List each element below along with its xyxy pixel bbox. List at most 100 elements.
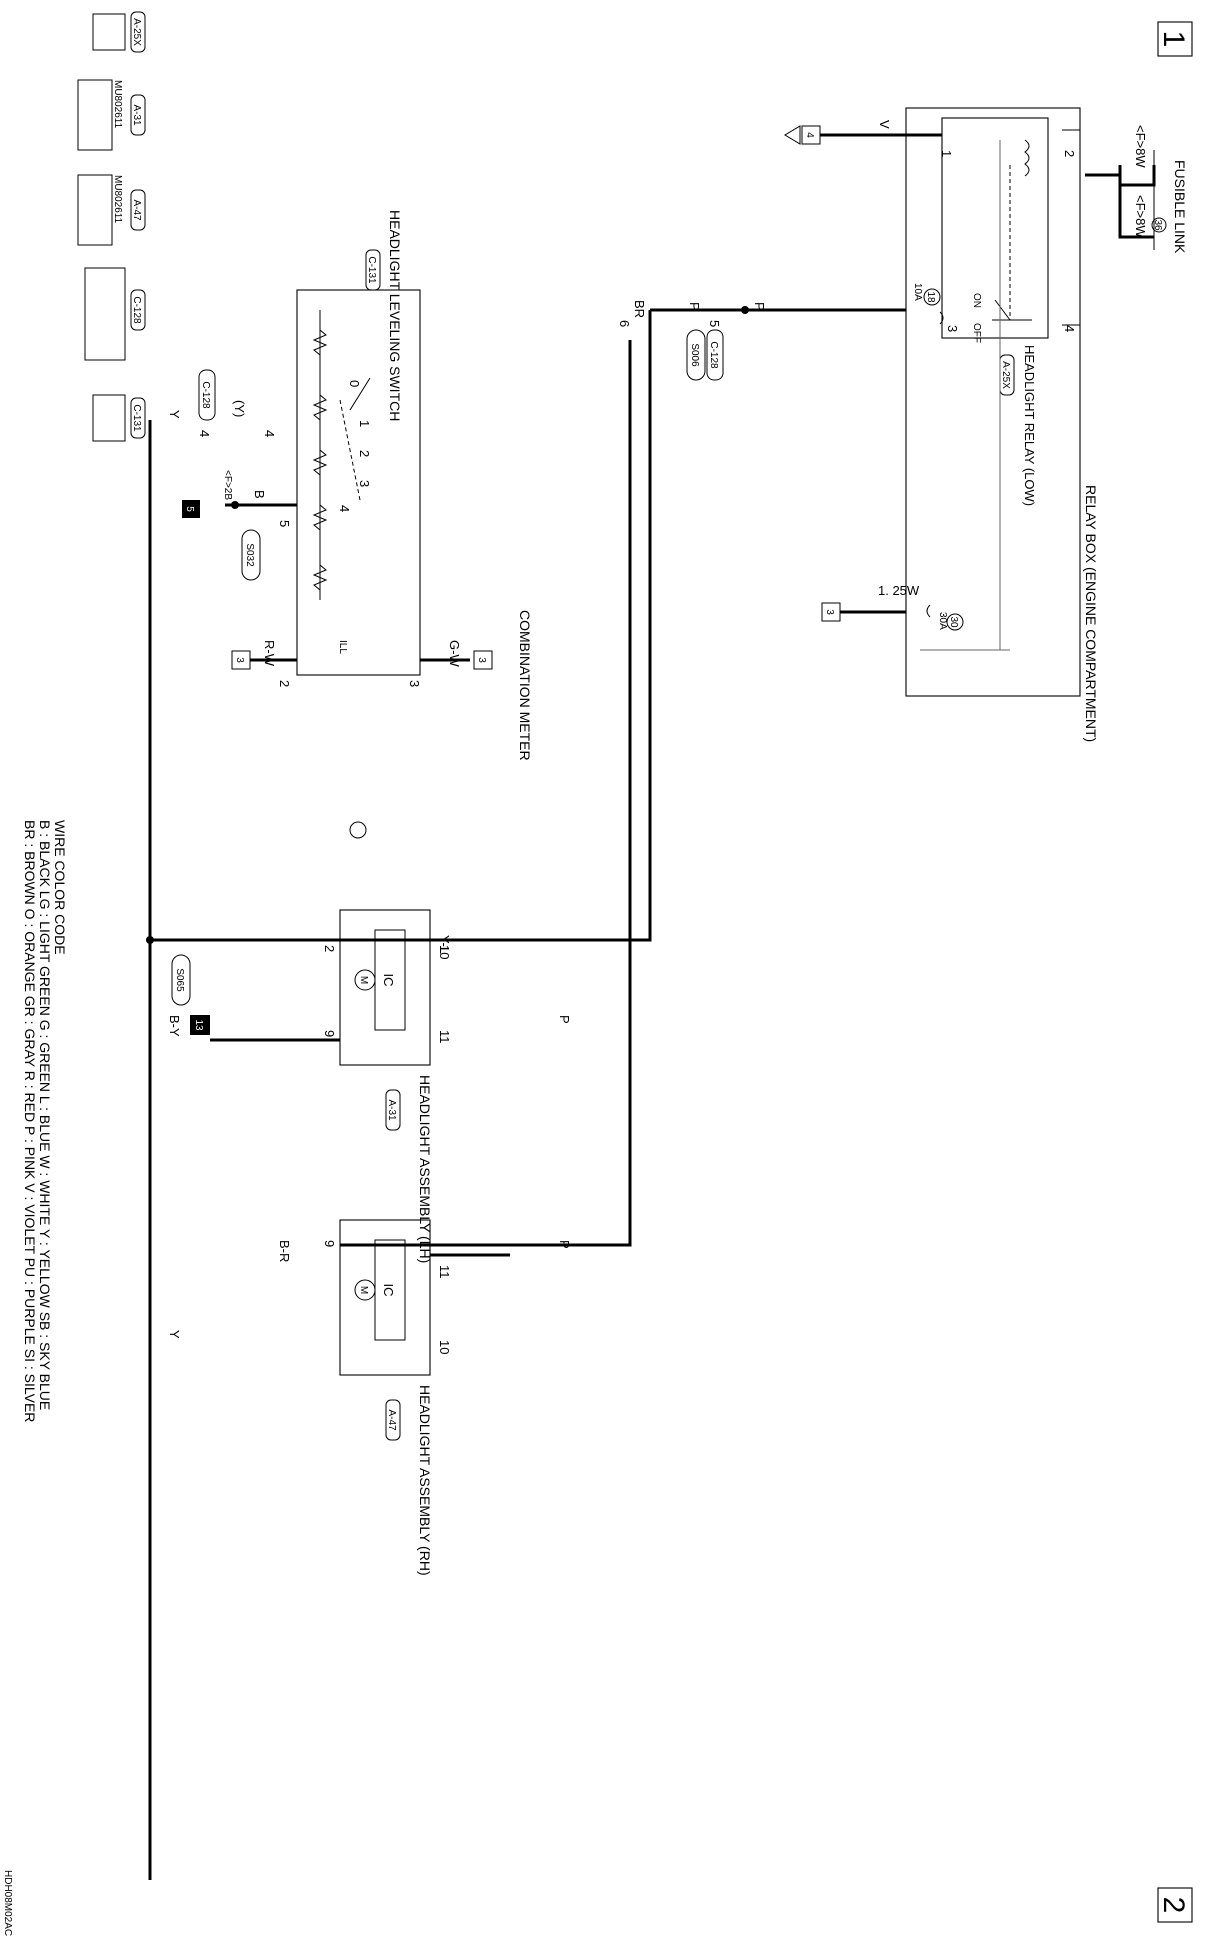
svg-text:30A: 30A — [937, 612, 948, 630]
svg-text:C-131: C-131 — [131, 404, 142, 432]
svg-text:MU802611: MU802611 — [112, 80, 123, 129]
combination-meter: COMBINATION METER G-W 3 3 R-W 2 3 ILL — [231, 610, 533, 761]
ground-5: B 5 <F>2B 5 S032 — [182, 470, 297, 581]
svg-text:COMBINATION METER: COMBINATION METER — [517, 610, 533, 761]
headlight-relay: HEADLIGHT RELAY (LOW) A-25X ON OFF 1 2 3… — [939, 117, 1080, 506]
svg-text:C-128: C-128 — [200, 381, 211, 409]
svg-text:B-R: B-R — [277, 1240, 292, 1262]
svg-text:4: 4 — [804, 132, 815, 138]
svg-text:M: M — [358, 1286, 369, 1294]
svg-text:ILL: ILL — [337, 640, 348, 654]
svg-text:4: 4 — [337, 505, 352, 512]
svg-text:10: 10 — [437, 945, 452, 959]
svg-text:HEADLIGHT ASSEMBLY (RH): HEADLIGHT ASSEMBLY (RH) — [417, 1385, 433, 1576]
svg-text:V: V — [877, 120, 892, 129]
svg-text:Y: Y — [167, 410, 182, 419]
svg-text:BR : BROWN O : ORANGE GR :: BR : BROWN O : ORANGE GR : GRAY R : RED … — [22, 820, 38, 1422]
svg-text:2: 2 — [277, 680, 292, 687]
svg-text:HEADLIGHT LEVELING SWITCH: HEADLIGHT LEVELING SWITCH — [387, 210, 403, 421]
svg-text:A-31: A-31 — [131, 104, 142, 126]
relay-box: RELAY BOX (ENGINE COMPARTMENT) — [905, 107, 1099, 742]
svg-text:<F>8W: <F>8W — [1133, 195, 1148, 238]
svg-text:R-W: R-W — [262, 640, 277, 667]
fusible-link: FUSIBLE LINK 36 <F>8W <F>8W — [1085, 125, 1188, 254]
svg-text:A-25X: A-25X — [1000, 361, 1011, 389]
svg-text:<F>8W: <F>8W — [1133, 125, 1148, 168]
svg-text:30: 30 — [948, 616, 959, 628]
svg-text:2: 2 — [1157, 1897, 1190, 1914]
svg-text:9: 9 — [322, 1240, 337, 1247]
page-number-top: 1 — [1157, 21, 1193, 57]
headlight-assembly-lh: HEADLIGHT ASSEMBLY (LH) A-31 IC M Y-L 2 … — [167, 909, 572, 1263]
svg-text:Y: Y — [167, 1330, 182, 1339]
connector-legend: A-25X A-31 MU802611 A-47 MU802611 C-128 … — [77, 11, 146, 442]
svg-text:13: 13 — [193, 1019, 204, 1031]
svg-text:4: 4 — [262, 430, 277, 437]
svg-text:M: M — [358, 976, 369, 984]
svg-text:0: 0 — [347, 380, 362, 387]
svg-text:B : BLACK LG : LIGHT GREEN: B : BLACK LG : LIGHT GREEN G : GREEN L :… — [37, 820, 53, 1410]
svg-text:2: 2 — [1062, 150, 1077, 157]
svg-text:HEADLIGHT ASSEMBLY (LH): HEADLIGHT ASSEMBLY (LH) — [417, 1075, 433, 1263]
svg-text:1: 1 — [1157, 31, 1190, 48]
svg-text:1: 1 — [357, 420, 372, 427]
svg-text:9: 9 — [322, 1030, 337, 1037]
splice-s065: S065 — [146, 936, 191, 1006]
svg-text:P: P — [752, 302, 767, 311]
svg-text:10A: 10A — [912, 283, 923, 301]
svg-text:S032: S032 — [244, 543, 255, 567]
svg-text:1: 1 — [939, 150, 954, 157]
svg-text:4: 4 — [1062, 325, 1077, 332]
svg-text:(Y): (Y) — [232, 400, 247, 417]
svg-text:A-25X: A-25X — [131, 18, 142, 46]
svg-text:P: P — [687, 302, 702, 311]
svg-text:11: 11 — [437, 1265, 452, 1279]
wire-color-code: WIRE COLOR CODE B : BLACK LG : LIGHT GRE… — [22, 820, 68, 1422]
diagram-code: HDH08M02AC — [2, 1870, 13, 1936]
svg-text:A-31: A-31 — [386, 1099, 397, 1121]
svg-text:C-128: C-128 — [131, 296, 142, 324]
svg-text:3: 3 — [945, 325, 960, 332]
relay-box-output: 1. 25W 3 — [821, 583, 920, 622]
svg-text:2: 2 — [322, 945, 337, 952]
svg-text:S006: S006 — [689, 343, 700, 367]
svg-text:3: 3 — [357, 480, 372, 487]
svg-text:36: 36 — [1152, 219, 1163, 231]
svg-text:WIRE COLOR CODE: WIRE COLOR CODE — [52, 820, 68, 955]
wiring — [150, 310, 652, 1257]
svg-text:4: 4 — [197, 430, 212, 437]
rotated-sheet: 1 2 FUSIBLE LINK 36 <F>8W <F>8W RELAY BO… — [2, 11, 1193, 1936]
svg-text:3: 3 — [476, 657, 487, 663]
svg-text:3: 3 — [407, 680, 422, 687]
svg-text:5: 5 — [707, 320, 722, 327]
svg-text:3: 3 — [824, 609, 835, 615]
svg-text:C-128: C-128 — [708, 341, 719, 369]
svg-text:10: 10 — [437, 1340, 452, 1354]
svg-text:1. 25W: 1. 25W — [878, 583, 920, 598]
svg-text:BR: BR — [632, 300, 647, 318]
svg-text:5: 5 — [184, 506, 195, 512]
svg-text:A-47: A-47 — [386, 1409, 397, 1431]
page-number-bottom: 2 — [1157, 1887, 1193, 1923]
svg-text:3: 3 — [234, 657, 245, 663]
v-wire: V 4 — [784, 120, 942, 145]
svg-text:P: P — [557, 1015, 572, 1024]
svg-text:B-Y: B-Y — [167, 1015, 182, 1037]
svg-text:HEADLIGHT RELAY (LOW): HEADLIGHT RELAY (LOW) — [1022, 345, 1037, 506]
svg-text:A-47: A-47 — [131, 199, 142, 221]
svg-text:ON: ON — [971, 293, 982, 308]
svg-text:6: 6 — [617, 320, 632, 327]
svg-text:S065: S065 — [174, 968, 185, 992]
svg-text:5: 5 — [277, 520, 292, 527]
headlight-assembly-rh: HEADLIGHT ASSEMBLY (RH) A-47 IC M 9 11 1… — [167, 1219, 572, 1576]
splice-s006: S006 — [686, 329, 706, 381]
svg-text:IC: IC — [381, 974, 396, 987]
svg-text:OFF: OFF — [971, 323, 982, 343]
connector-c128-bottom: C-128 — [198, 369, 216, 421]
svg-text:2: 2 — [357, 450, 372, 457]
svg-text:IC: IC — [381, 1284, 396, 1297]
svg-text:G-W: G-W — [447, 640, 462, 667]
svg-text:C-131: C-131 — [366, 256, 377, 284]
fuse-30: 30 30A — [920, 604, 1010, 651]
